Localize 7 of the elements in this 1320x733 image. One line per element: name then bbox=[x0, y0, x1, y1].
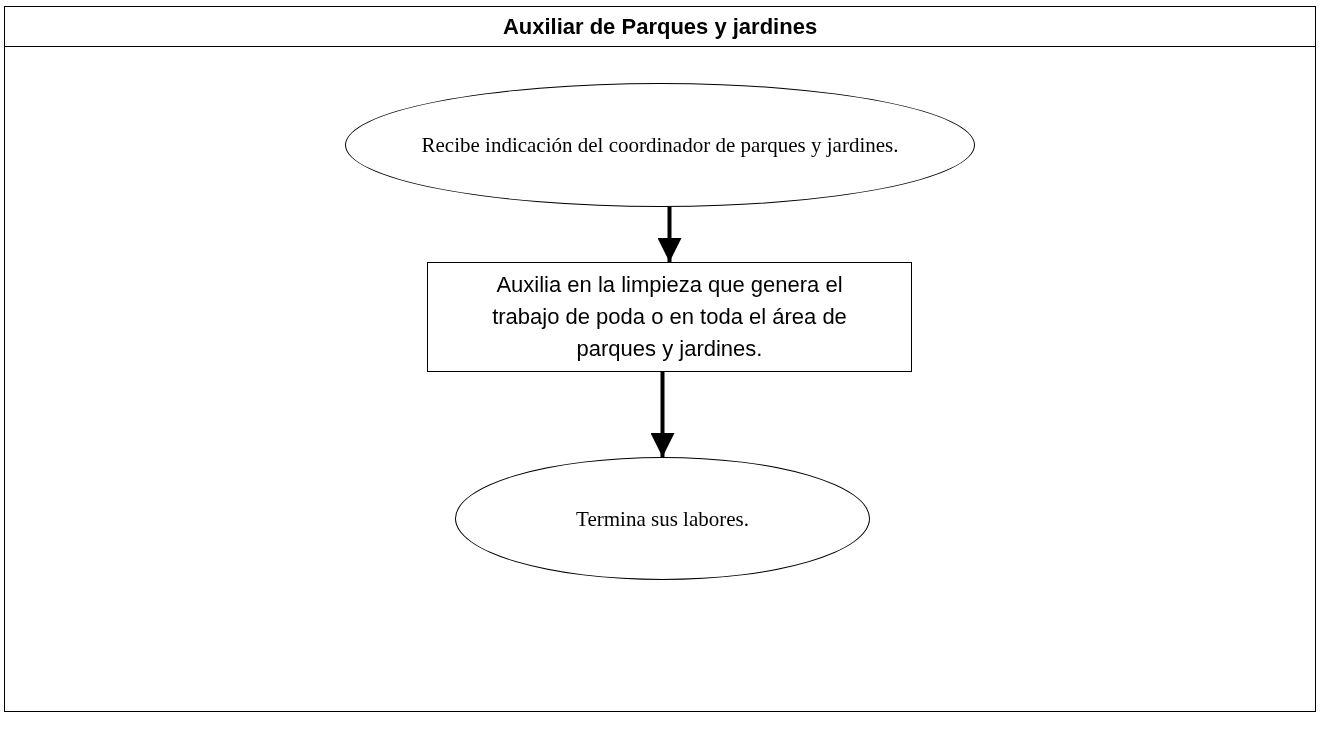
process-box bbox=[427, 262, 912, 372]
arrow bbox=[650, 372, 675, 457]
arrow bbox=[657, 207, 682, 262]
title: Auxiliar de Parques y jardines bbox=[502, 13, 818, 41]
node-text: Auxilia en la limpieza que genera el trabajo de poda o en toda el área de parques y jardines. bbox=[491, 271, 848, 363]
node-text: Termina sus labores. bbox=[576, 505, 749, 533]
node-text: Recibe indicación del coordinador de parques y jardines. bbox=[421, 132, 899, 159]
